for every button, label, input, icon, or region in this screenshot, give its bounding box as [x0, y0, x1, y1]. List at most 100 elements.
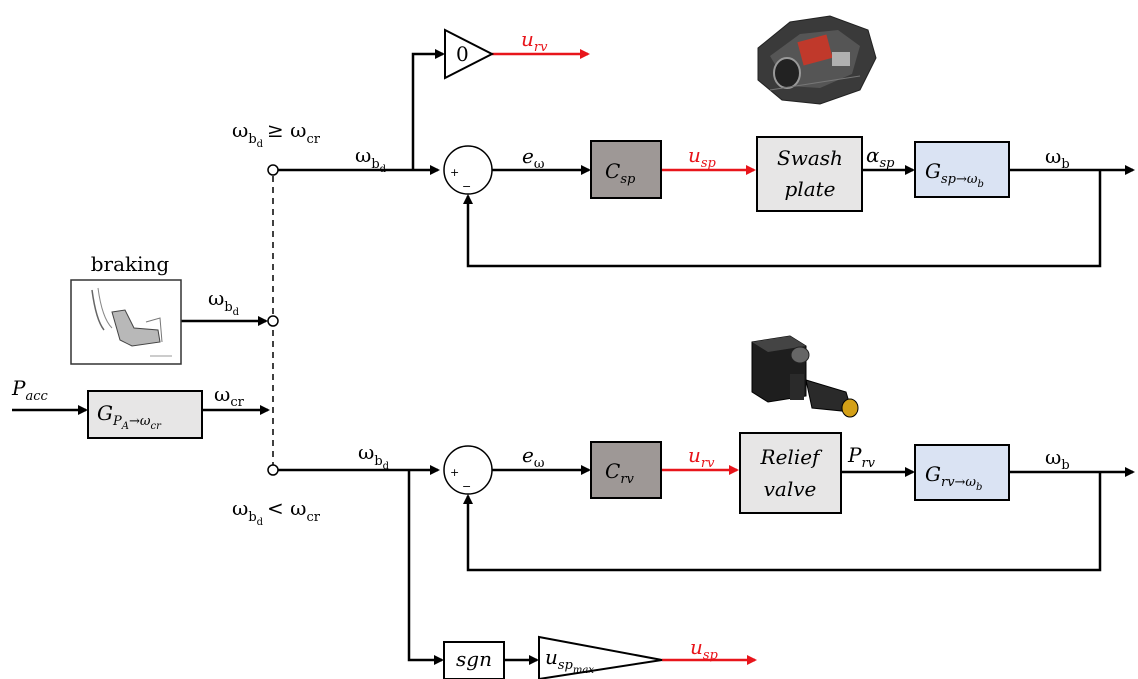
u-rv-top-label: urv — [521, 27, 548, 55]
u-sp-top-sub: sp — [701, 156, 717, 171]
grv-transfer-block: Grv→ωb — [915, 445, 1009, 500]
gsp-transfer-block: Gsp→ωb — [915, 142, 1009, 197]
usp-max-gain-block: uspmax — [539, 637, 662, 679]
grv-sub: rv→ω — [941, 475, 976, 490]
sum-top-minus: − — [462, 180, 471, 193]
cond-bot-rel: < ω — [267, 496, 306, 520]
e-omega-top-label: eω — [522, 144, 544, 172]
omega-bd-b-sub: b — [374, 454, 382, 469]
omega-b-bot: ω — [1045, 445, 1061, 469]
omega-bd-c-sub: b — [224, 300, 232, 315]
omega-bd-c-subsub: d — [233, 307, 240, 318]
cond-top-subsub: d — [257, 139, 264, 150]
e-omega-top: e — [522, 144, 534, 168]
switch-terminal-bottom — [268, 465, 278, 475]
omega-cr-sub: cr — [230, 395, 244, 410]
omega-b-top-sub: b — [1061, 157, 1069, 172]
relief-valve-block: Relief valve — [740, 433, 841, 513]
crv-controller-block: Crv — [591, 442, 661, 498]
omega-bd-a-sub: b — [371, 157, 379, 172]
p-rv-sub: rv — [861, 456, 875, 471]
p-rv: P — [847, 443, 862, 467]
condition-bottom-label: ωbd< ωcr — [232, 496, 321, 528]
swash-label-line1: Swash — [777, 146, 843, 170]
csp-label: C — [605, 159, 620, 183]
csp-sub: sp — [620, 172, 636, 187]
omega-b-bot-sub: b — [1061, 458, 1069, 473]
crv-label: C — [605, 459, 620, 483]
u-rv-bot: u — [688, 443, 701, 467]
u-sp-bot-sub: sp — [703, 648, 719, 663]
wire-branch-to-sgn — [409, 470, 442, 660]
gpa-subsub: A — [121, 421, 129, 432]
omega-cr: ω — [214, 382, 230, 406]
alpha-sp-label: αsp — [866, 143, 895, 171]
p-rv-label: Prv — [847, 443, 876, 471]
cond-bot-cr: cr — [306, 510, 320, 525]
gpa-sub2: →ω — [129, 414, 151, 429]
e-omega-bot: e — [522, 443, 534, 467]
relief-valve-illustration — [752, 336, 858, 417]
gpa-subsub2: cr — [150, 421, 162, 432]
omega-b-top-label: ωb — [1045, 144, 1070, 172]
sgn-block: sgn — [444, 642, 504, 679]
u-sp-top: u — [688, 143, 701, 167]
uspmax-sub: sp — [558, 658, 574, 673]
cond-bot-omega: ω — [232, 496, 248, 520]
csp-controller-block: Csp — [591, 141, 661, 198]
zero-gain-block: 0 — [445, 30, 492, 78]
sum-top-plus: + — [450, 166, 459, 179]
relief-label-line2: valve — [764, 477, 817, 501]
crv-sub: rv — [620, 472, 634, 487]
omega-bd-braking-label: ωbd — [208, 286, 240, 318]
gpa-transfer-block: GPA→ωcr — [88, 391, 202, 438]
cond-top-rel: ≥ ω — [267, 118, 306, 142]
omega-bd-a-subsub: d — [380, 164, 387, 175]
sum-junction-bottom: + − — [444, 446, 492, 494]
sgn-label: sgn — [456, 647, 492, 671]
u-rv-top-sub: rv — [534, 40, 548, 55]
uspmax-subsub: max — [573, 665, 594, 676]
e-omega-top-sub: ω — [534, 157, 545, 172]
hydraulic-pump-illustration — [758, 16, 876, 104]
alpha-sp-sub: sp — [880, 156, 896, 171]
u-sp-bot: u — [690, 635, 703, 659]
omega-bd-a: ω — [355, 143, 371, 167]
u-sp-top-label: usp — [688, 143, 717, 171]
gpa-label: G — [97, 401, 113, 425]
p-acc-label: Pacc — [11, 376, 49, 404]
switch-terminal-middle — [268, 316, 278, 326]
sum-junction-top: + − — [444, 146, 492, 194]
grv-subsub: b — [976, 482, 982, 493]
omega-bd-bottom-label: ωbd — [358, 440, 390, 472]
switch-terminal-top — [268, 165, 278, 175]
relief-label-line1: Relief — [760, 445, 824, 469]
brake-pedal-image — [71, 280, 181, 364]
grv-label: G — [925, 462, 941, 486]
p-acc: P — [11, 376, 26, 400]
uspmax-label: u — [545, 645, 558, 669]
omega-bd-b: ω — [358, 440, 374, 464]
zero-gain-label: 0 — [456, 42, 469, 66]
u-rv-bottom-label: urv — [688, 443, 715, 471]
wire-branch-to-zero-gain — [413, 54, 443, 170]
swash-label-line2: plate — [785, 177, 836, 201]
omega-cr-label: ωcr — [214, 382, 245, 410]
omega-b-bottom-label: ωb — [1045, 445, 1070, 473]
p-acc-sub: acc — [25, 389, 48, 404]
cond-top-sub: b — [248, 132, 256, 147]
gpa-sub: P — [112, 414, 122, 429]
e-omega-bottom-label: eω — [522, 443, 544, 471]
omega-bd-b-subsub: d — [383, 461, 390, 472]
omega-b-top: ω — [1045, 144, 1061, 168]
sum-bottom-plus: + — [450, 466, 459, 479]
gsp-label: G — [925, 159, 941, 183]
condition-top-label: ωbd≥ ωcr — [232, 118, 321, 150]
cond-top-cr: cr — [306, 132, 320, 147]
cond-bot-sub: b — [248, 510, 256, 525]
u-sp-bottom-label: usp — [690, 635, 719, 663]
cond-top-omega: ω — [232, 118, 248, 142]
swash-plate-block: Swash plate — [757, 137, 862, 211]
braking-caption: braking — [91, 252, 170, 276]
